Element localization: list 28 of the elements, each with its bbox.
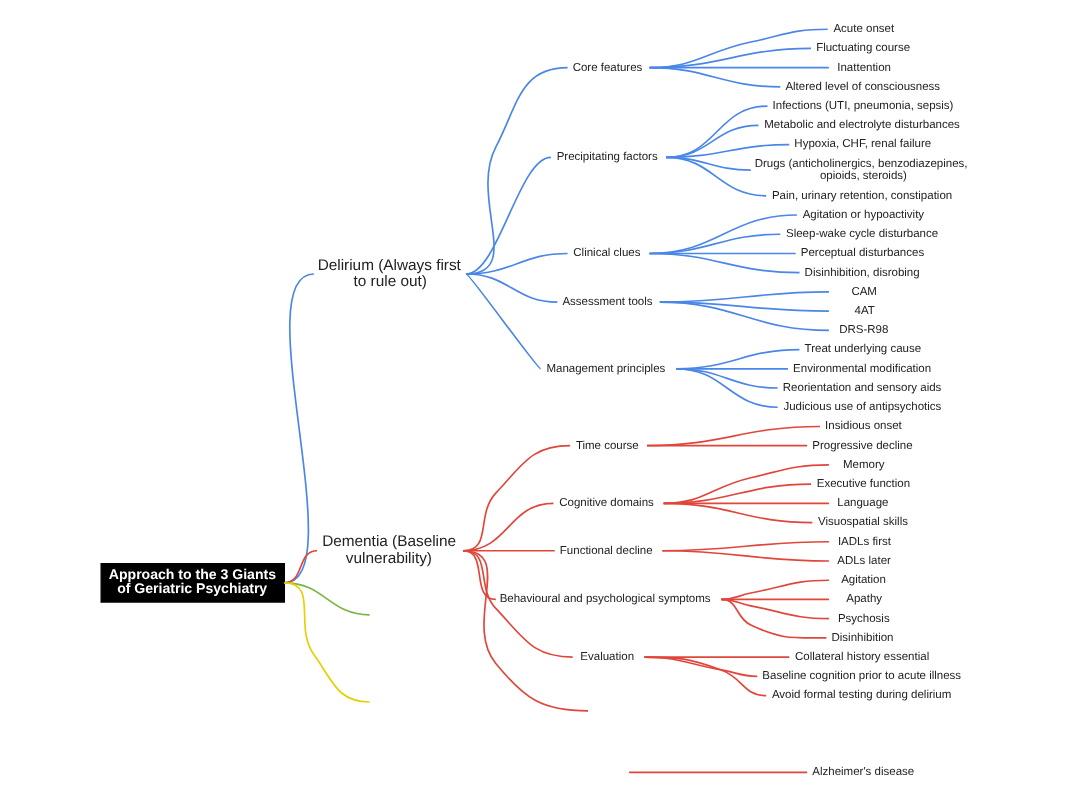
connector [643, 656, 767, 697]
connector [648, 214, 798, 255]
connector [283, 273, 315, 584]
connector [646, 444, 808, 447]
connector [465, 156, 552, 275]
connector [675, 367, 779, 409]
connector [465, 273, 559, 303]
connector [662, 464, 830, 505]
connector [648, 252, 801, 274]
connector [462, 549, 497, 601]
connector [465, 273, 542, 370]
connector [462, 444, 571, 552]
connector [648, 66, 782, 88]
connector [661, 549, 830, 562]
connector [658, 301, 830, 332]
connector [462, 549, 574, 658]
connector [720, 598, 828, 639]
connector [720, 579, 830, 601]
connector [462, 549, 589, 712]
connector [628, 771, 808, 774]
connector [283, 581, 371, 703]
connector [662, 502, 814, 524]
connector [665, 156, 767, 197]
connector [665, 143, 791, 159]
connector [465, 66, 569, 275]
connector [646, 425, 821, 447]
connector [283, 549, 318, 584]
connector [662, 483, 812, 505]
